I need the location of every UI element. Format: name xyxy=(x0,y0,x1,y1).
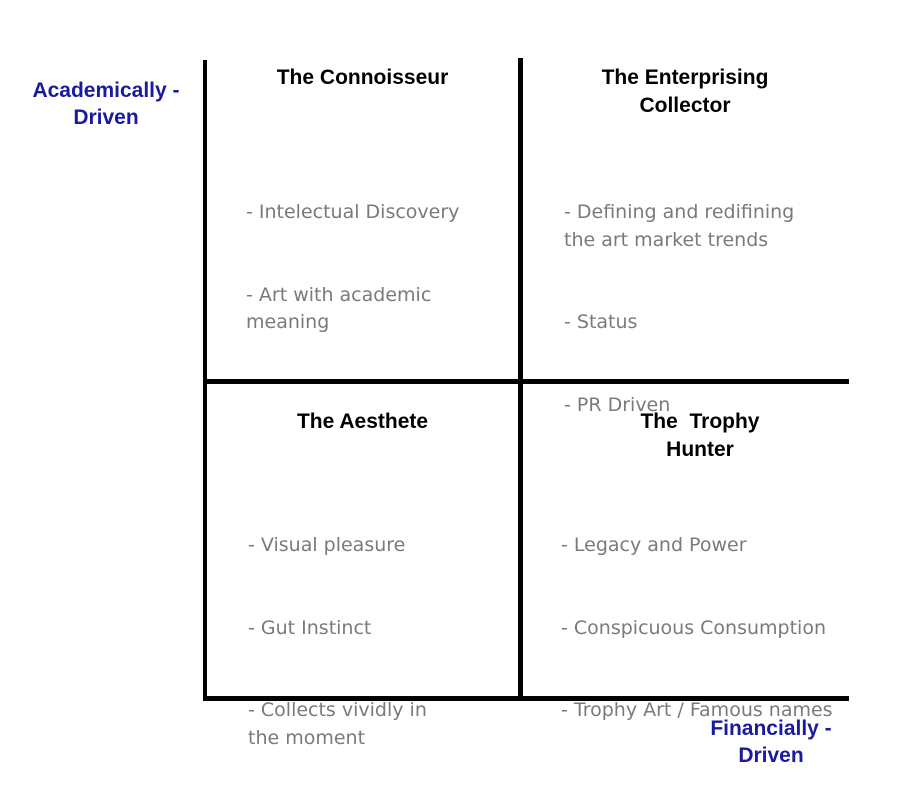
quadrant-item: - PR Driven xyxy=(564,393,671,416)
vertical-divider-line xyxy=(518,58,523,699)
y-axis-label: Academically - Driven xyxy=(32,79,180,129)
quadrant-item: - Defining and redifining the art market… xyxy=(564,201,795,251)
quadrant-item: - Legacy and Power xyxy=(561,534,747,556)
quadrant-item: - Art with academic meaning xyxy=(246,283,432,334)
quadrant-item: - Status xyxy=(564,311,638,333)
quadrant-list-connoisseur: - Intelectual Discovery - Art with acade… xyxy=(246,144,486,364)
quadrant-item: - Visual pleasure xyxy=(248,534,406,556)
quadrant-item: - Intelectual Discovery xyxy=(246,201,460,223)
quadrant-list-enterprising-collector: - Defining and redifining the art market… xyxy=(564,144,824,447)
quadrant-item: - Collects vividly in the moment xyxy=(248,699,427,749)
horizontal-divider-line xyxy=(205,379,849,384)
quadrant-list-trophy-hunter: - Legacy and Power - Conspicuous Consump… xyxy=(561,477,861,752)
quadrant-title-trophy-hunter: The Trophy Hunter xyxy=(640,410,760,461)
quadrant-title-aesthete: The Aesthete xyxy=(296,410,429,433)
bottom-axis-line xyxy=(203,696,849,701)
quadrant-item: - Trophy Art / Famous names xyxy=(561,699,833,721)
quadrant-list-aesthete: - Visual pleasure - Gut Instinct - Colle… xyxy=(248,477,468,780)
quadrant-title-enterprising-collector: The Enterprising Collector xyxy=(601,66,769,117)
quadrant-title-connoisseur: The Connoisseur xyxy=(276,66,449,89)
quadrant-item: - Conspicuous Consumption xyxy=(561,616,826,639)
quadrant-item: - Gut Instinct xyxy=(248,616,372,639)
x-axis-label: Financially - Driven xyxy=(710,717,832,767)
